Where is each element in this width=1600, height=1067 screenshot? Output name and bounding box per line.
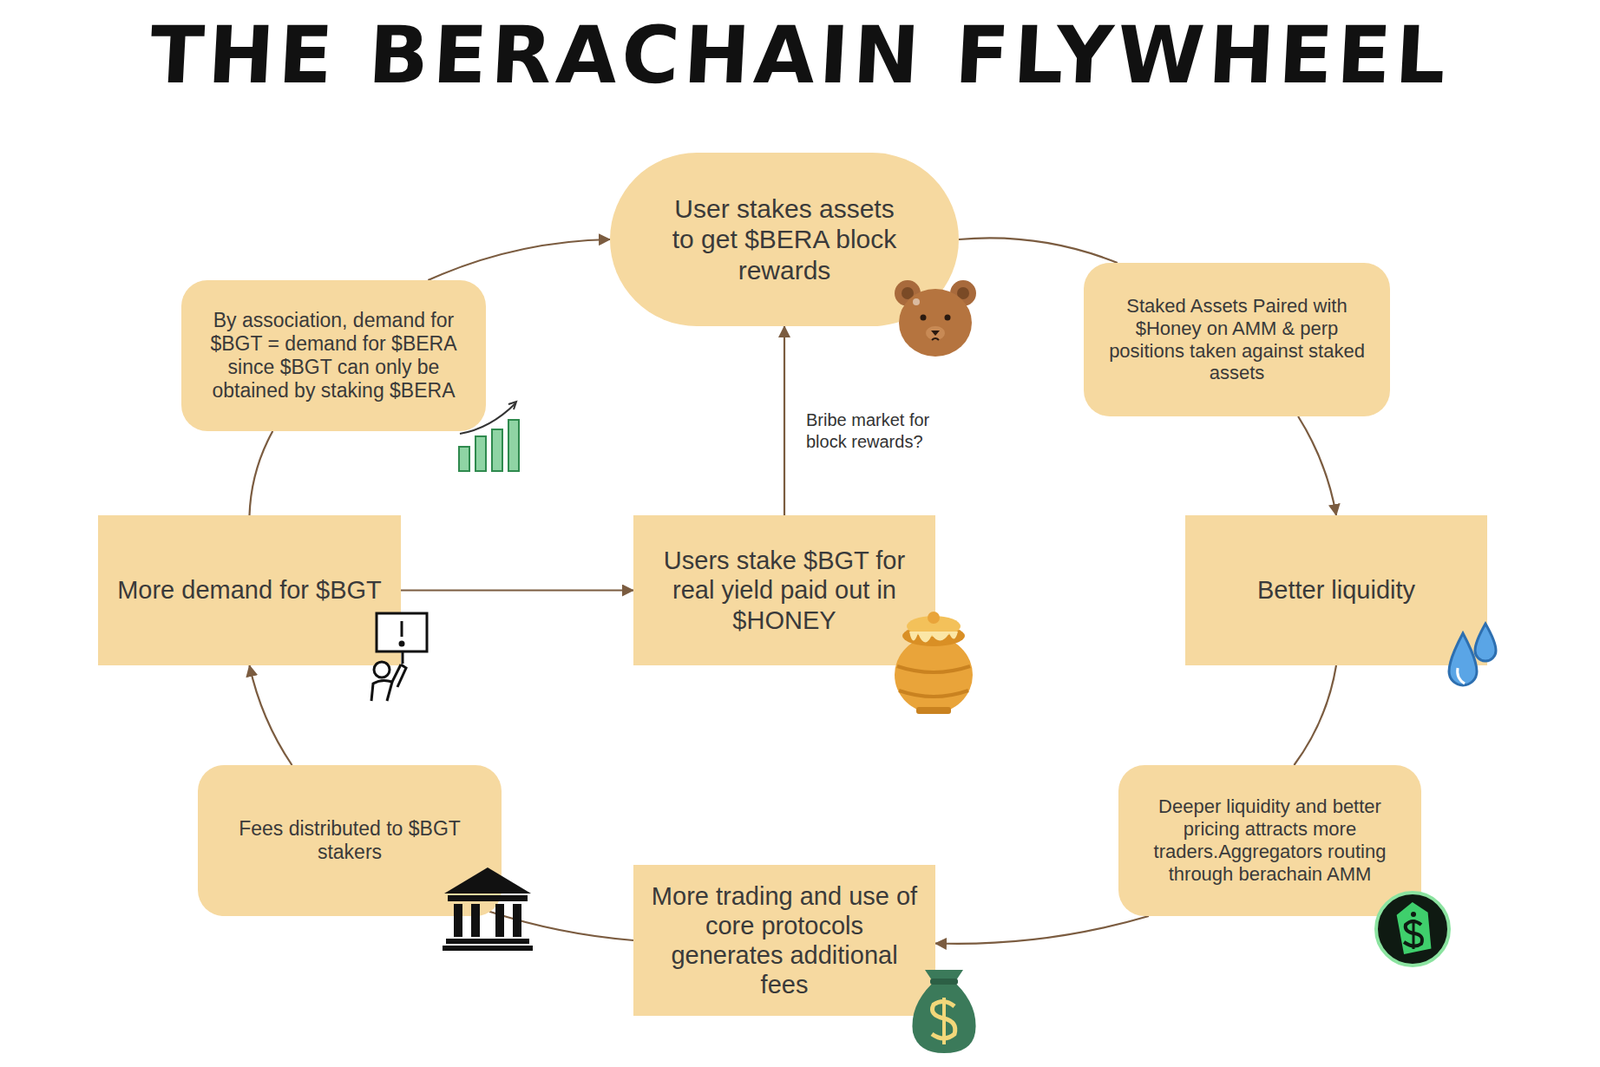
process-box: Better liquidity [1185,515,1488,666]
edge-label: Bribe market for block rewards? [803,408,974,454]
protest-sign-icon [371,613,427,702]
bear-icon [894,280,977,357]
pill-node: User stakes assets to get $BERA block re… [609,152,959,327]
node-text: Fees distributed to $BGT stakers [215,817,485,865]
flow-connector [489,911,634,941]
flow-connector [958,237,1118,263]
flow-connector [783,326,786,516]
flow-connector [249,665,293,766]
process-box: Staked Assets Paired with $Honey on AMM … [1083,262,1391,417]
process-box: By association, demand for $BGT = demand… [181,280,486,432]
node-text: Users stake $BGT for real yield paid out… [649,545,920,636]
process-box: More trading and use of core protocols g… [633,865,936,1017]
node-text: Better liquidity [1257,575,1416,605]
title: THE BERACHAIN FLYWHEEL [0,12,1600,99]
price-tag-icon [1376,892,1450,966]
flow-connector [427,239,610,281]
node-text: User stakes assets to get $BERA block re… [660,193,909,286]
money-bag-icon [911,970,976,1054]
node-text: More trading and use of core protocols g… [649,881,920,1001]
process-box: More demand for $BGT [98,515,401,666]
flow-connector [935,916,1149,945]
bank-icon [442,867,533,951]
water-drops-icon [1449,623,1496,686]
flow-connector [1298,416,1337,516]
process-box: Users stake $BGT for real yield paid out… [633,515,936,666]
process-box: Fees distributed to $BGT stakers [197,765,502,917]
flow-connector [400,589,634,591]
flow-connector [1293,665,1337,766]
process-box: Deeper liquidity and better pricing attr… [1118,765,1422,917]
node-text: More demand for $BGT [117,575,382,605]
node-text: Staked Assets Paired with $Honey on AMM … [1101,295,1373,386]
node-text: Deeper liquidity and better pricing attr… [1132,795,1408,886]
node-text: By association, demand for $BGT = demand… [193,308,474,404]
honey-pot-icon [894,611,973,715]
growth-chart-icon [459,401,519,472]
flow-connector [249,431,274,516]
